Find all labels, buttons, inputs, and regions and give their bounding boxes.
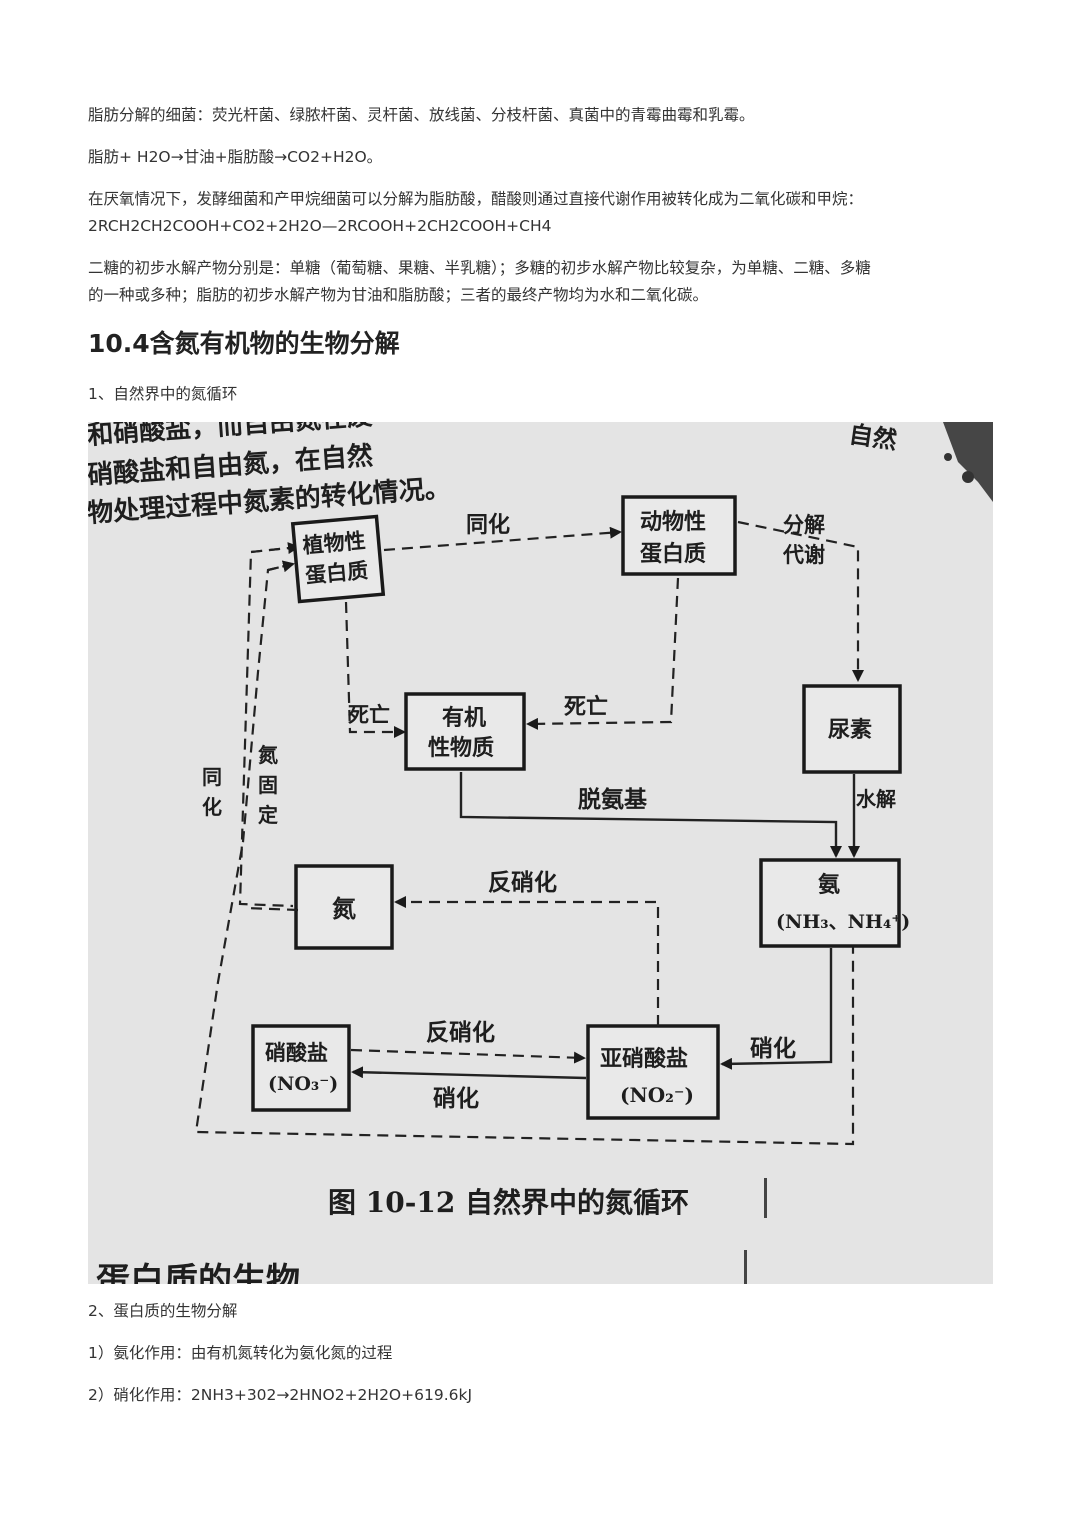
label-fixation-3: 定 (258, 803, 278, 827)
edge-death-right (526, 577, 680, 730)
figure-caption: 图 10-12 自然界中的氮循环 (328, 1186, 689, 1219)
edge-deamination (459, 772, 842, 858)
svg-text:蛋白质: 蛋白质 (640, 541, 706, 567)
svg-text:动物性: 动物性 (640, 509, 706, 535)
paragraph-hydrolysis-line1: 二糖的初步水解产物分别是：单糖（葡萄糖、果糖、半乳糖）；多糖的初步水解产物比较复… (88, 259, 871, 277)
assimilation-loop (194, 562, 855, 1146)
list-item-nitrogen-cycle: 1、自然界中的氮循环 (88, 385, 238, 403)
paragraph-fat-equation: 脂肪+ H2O→甘油+脂肪酸→CO2+H2O。 (88, 148, 383, 166)
node-nitrate: 硝酸盐 (NO₃⁻) (251, 1024, 351, 1112)
svg-text:尿素: 尿素 (828, 717, 872, 743)
scan-bottom-cut-text: 蛋白质的生物 (96, 1261, 300, 1284)
edge-denitrification-top (394, 896, 660, 1026)
label-death-right: 死亡 (564, 694, 608, 720)
svg-text:硝酸盐: 硝酸盐 (265, 1040, 328, 1065)
svg-text:(NH₃、NH₄⁺): (NH₃、NH₄⁺) (776, 911, 910, 933)
list-item-nitrification: 2）硝化作用：2NH3+302→2HNO2+2H2O+619.6kJ (88, 1386, 473, 1404)
paragraph-hydrolysis-line2: 的一种或多种；脂肪的初步水解产物为甘油和脂肪酸；三者的最终产物均为水和二氧化碳。 (88, 286, 709, 304)
paragraph-anaerobic-line1: 在厌氧情况下，发酵细菌和产甲烷细菌可以分解为脂肪酸，醋酸则通过直接代谢作用被转化… (88, 190, 864, 208)
svg-text:亚硝酸盐: 亚硝酸盐 (600, 1046, 688, 1072)
paragraph-fat-bacteria: 脂肪分解的细菌：荧光杆菌、绿脓杆菌、灵杆菌、放线菌、分枝杆菌、真菌中的青霉曲霉和… (88, 106, 755, 124)
list-item-ammonification: 1）氨化作用：由有机氮转化为氨化氮的过程 (88, 1344, 393, 1362)
label-denitrification-mid: 反硝化 (426, 1019, 495, 1046)
node-animal-protein: 动物性 蛋白质 (621, 495, 737, 576)
svg-text:(NO₃⁻): (NO₃⁻) (268, 1073, 338, 1095)
svg-text:(NO₂⁻): (NO₂⁻) (620, 1083, 694, 1107)
node-urea: 尿素 (802, 684, 902, 774)
node-nitrogen: 氮 (294, 864, 394, 950)
label-fixation-2: 固 (258, 773, 278, 797)
node-plant-protein: 植物性 蛋白质 (290, 514, 386, 604)
edge-assimilation-top (383, 526, 622, 552)
svg-text:蛋白质: 蛋白质 (304, 557, 369, 587)
label-hydrolysis: 水解 (856, 787, 896, 811)
label-assimilation-left-2: 化 (202, 795, 222, 819)
label-decomposition-2: 代谢 (782, 542, 825, 567)
label-death-left: 死亡 (348, 702, 390, 727)
label-nitrification-bottom: 硝化 (433, 1085, 479, 1112)
paragraph-anaerobic-line2: 2RCH2CH2COOH+CO2+2H2O—2RCOOH+2CH2COOH+CH… (88, 217, 552, 235)
edge-denitrification-mid (350, 1048, 586, 1064)
label-assimilation-left-1: 同 (202, 765, 222, 789)
fixation-loop (238, 545, 299, 908)
node-nitrite: 亚硝酸盐 (NO₂⁻) (586, 1024, 720, 1120)
edge-nitrification-right (720, 948, 833, 1070)
section-heading: 10.4含氮有机物的生物分解 (88, 329, 400, 358)
nitrogen-cycle-figure: 和硝酸盐，而自由氮在废 硝酸盐和自由氮，在自然 物处理过程中氮素的转化情况。 自… (88, 422, 993, 1284)
label-denitrification-top: 反硝化 (488, 869, 557, 896)
node-ammonia: 氨 (NH₃、NH₄⁺) (759, 858, 910, 948)
label-assimilation-top: 同化 (466, 512, 510, 538)
svg-text:有机: 有机 (442, 705, 486, 731)
scan-corner-text: 自然 (847, 422, 899, 455)
svg-text:性物质: 性物质 (428, 735, 494, 761)
node-organic-matter: 有机 性物质 (404, 692, 526, 771)
edge-death-left (344, 601, 406, 738)
svg-text:植物性: 植物性 (302, 528, 367, 558)
edge-decomposition (737, 520, 864, 682)
label-decomposition-1: 分解 (783, 512, 825, 537)
list-item-protein: 2、蛋白质的生物分解 (88, 1302, 238, 1320)
svg-text:氨: 氨 (818, 872, 840, 898)
svg-text:氮: 氮 (332, 894, 356, 923)
label-deamination: 脱氨基 (578, 786, 648, 813)
edge-nitrification-bottom (351, 1066, 587, 1080)
label-fixation-1: 氮 (258, 743, 278, 767)
label-nitrification-right: 硝化 (750, 1035, 796, 1062)
